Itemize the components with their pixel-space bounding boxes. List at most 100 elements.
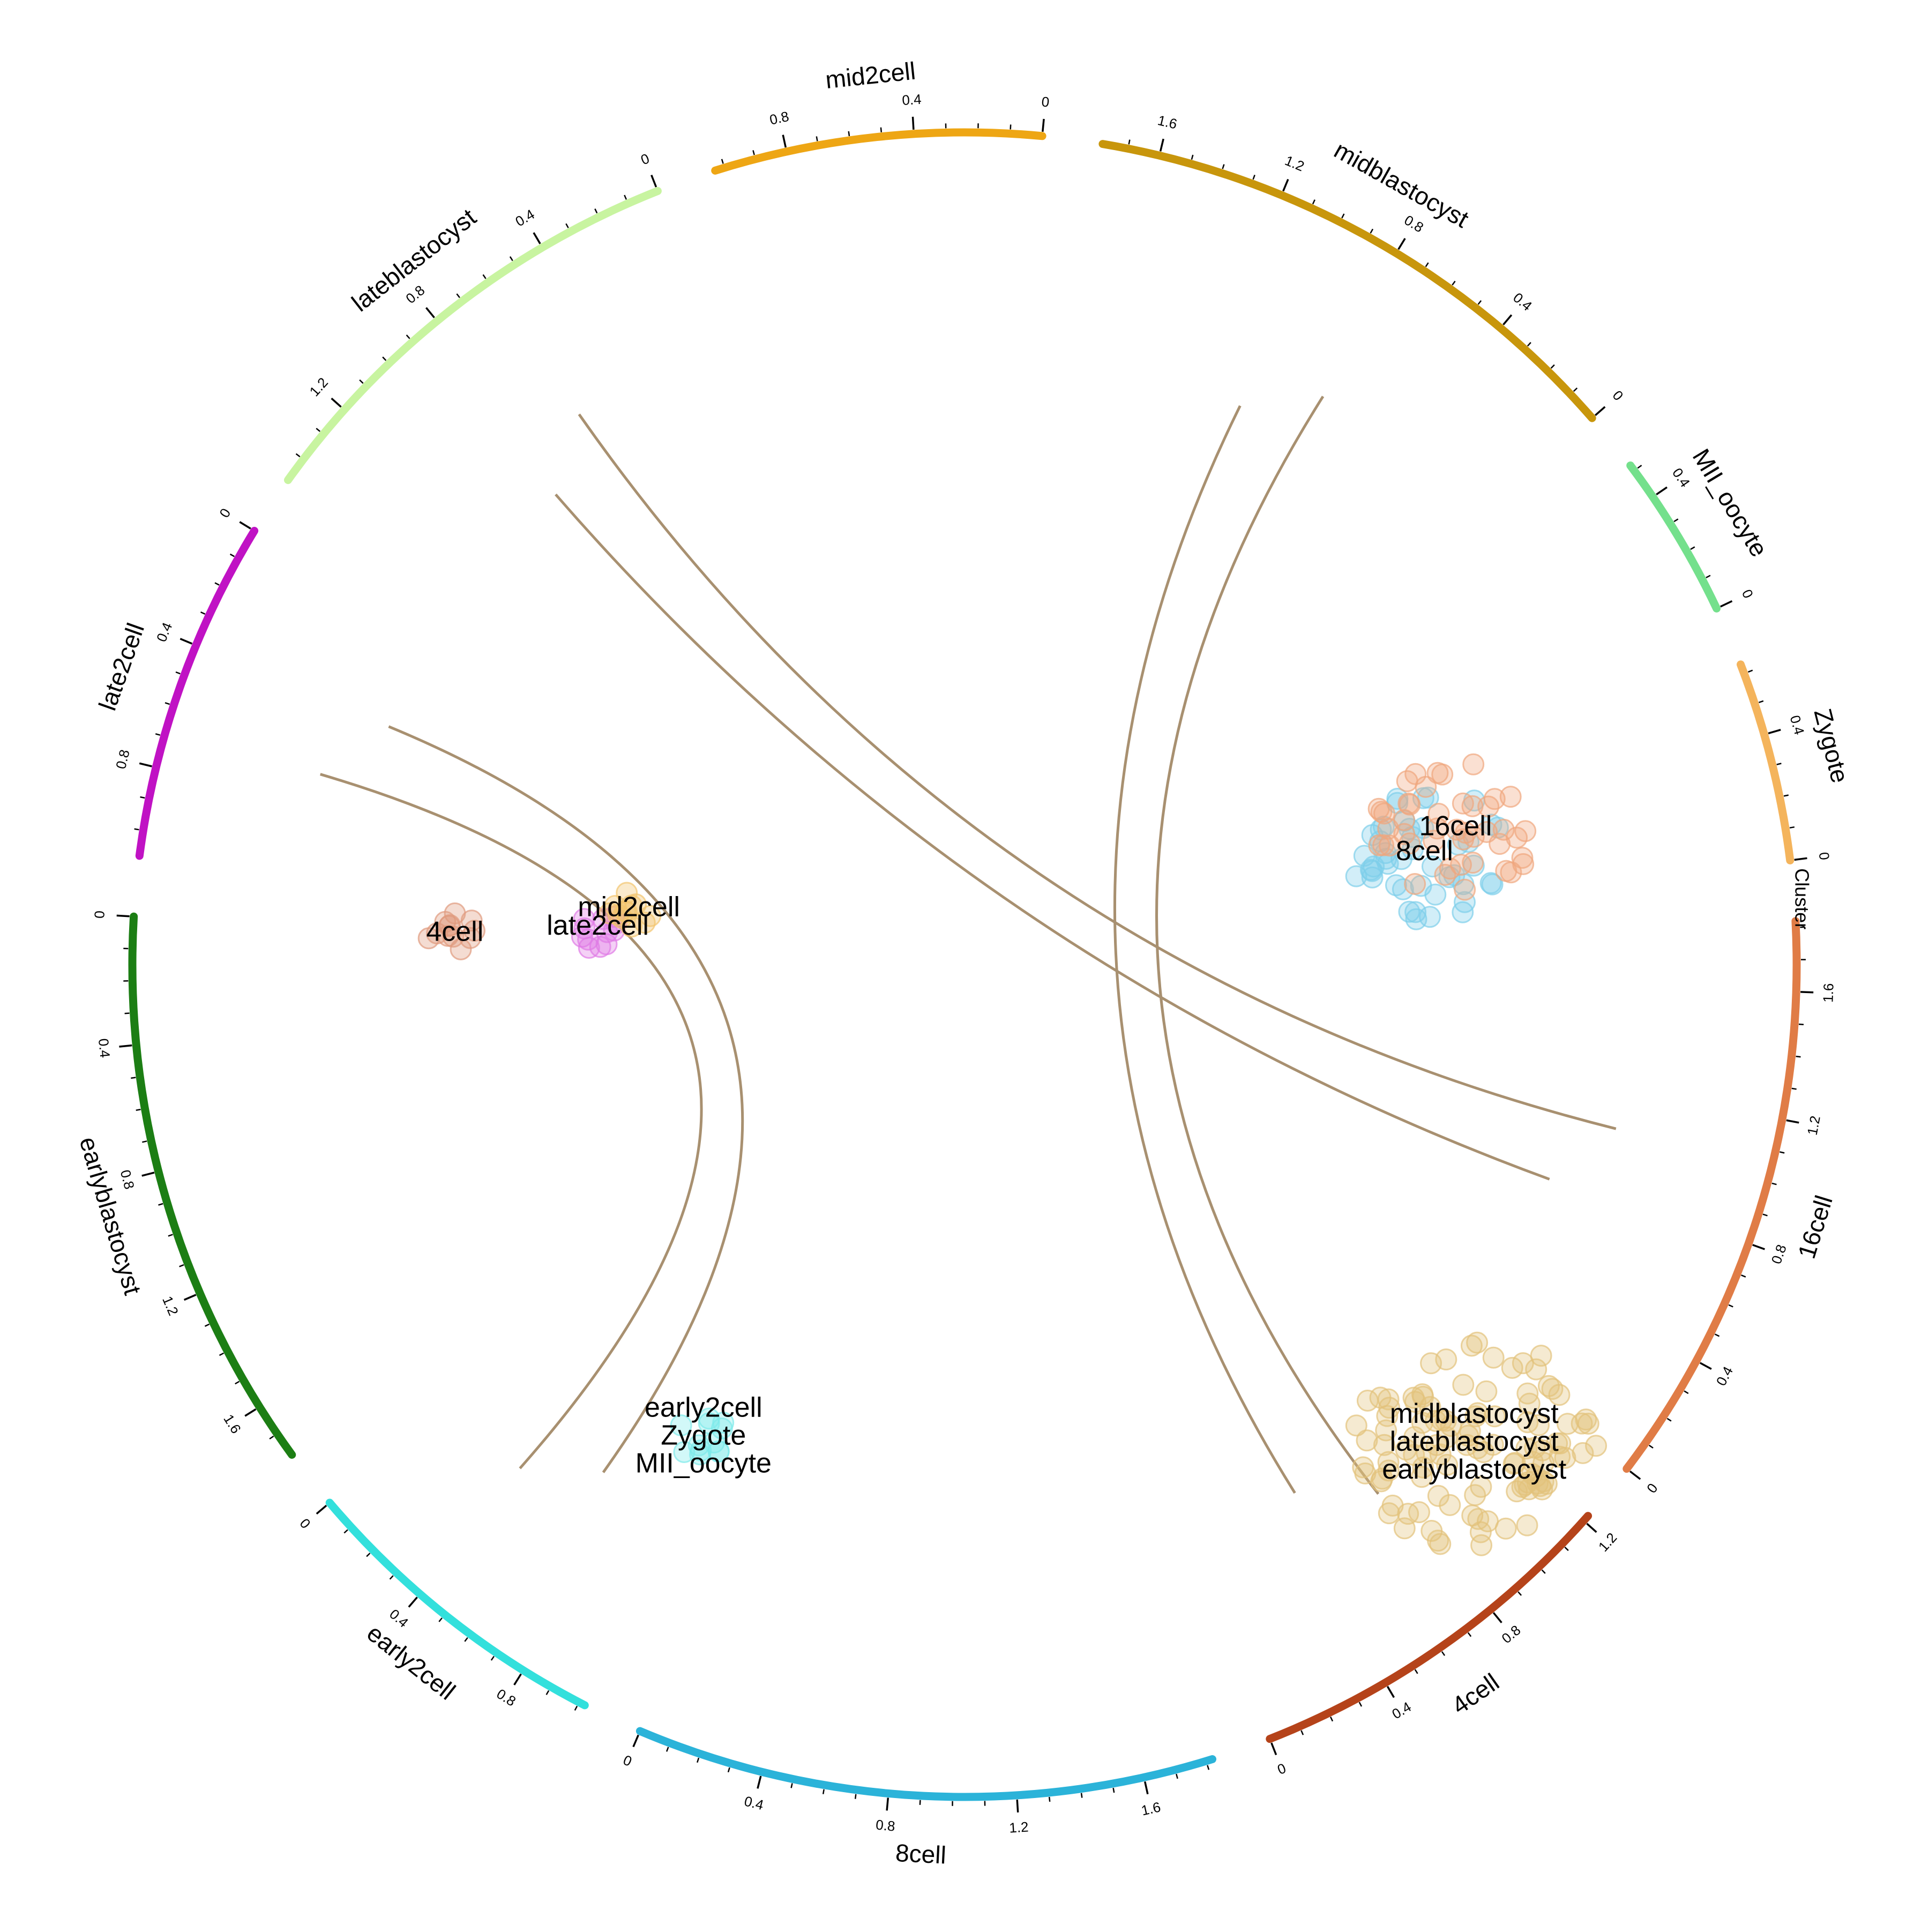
tick-label: 0.8 bbox=[113, 748, 133, 771]
tick-mark bbox=[1253, 175, 1255, 179]
tick-mark bbox=[758, 1776, 761, 1788]
tick-mark bbox=[409, 1597, 417, 1607]
tick-mark bbox=[439, 1618, 442, 1622]
tick-mark bbox=[360, 380, 363, 383]
tick-mark bbox=[140, 797, 145, 798]
tick-mark bbox=[245, 1409, 256, 1416]
data-point bbox=[1369, 799, 1389, 819]
tick-mark bbox=[1691, 547, 1695, 550]
tick-mark bbox=[1478, 301, 1482, 304]
tick-label: 1.2 bbox=[1804, 1114, 1823, 1136]
tick-mark bbox=[697, 1758, 699, 1763]
tick-mark bbox=[142, 1173, 154, 1176]
data-point bbox=[1440, 1495, 1460, 1515]
tick-label: 0.4 bbox=[1713, 1364, 1737, 1389]
segment-label-earlyblastocyst: earlyblastocyst bbox=[74, 1133, 147, 1298]
segment-arc-mid2cell bbox=[715, 132, 1042, 170]
segment-arc-mii-oocyte bbox=[1631, 466, 1717, 609]
cluster-label-earlyblastocyst: earlyblastocyst bbox=[1382, 1454, 1566, 1485]
data-point bbox=[1484, 789, 1505, 809]
tick-label: 0 bbox=[639, 150, 652, 168]
tick-mark bbox=[1784, 795, 1789, 796]
data-point bbox=[1382, 1495, 1403, 1516]
tick-mark bbox=[1763, 1214, 1768, 1216]
tick-mark bbox=[1528, 342, 1531, 346]
tick-label: 0.4 bbox=[902, 91, 922, 108]
tick-mark bbox=[1207, 1765, 1209, 1770]
tick-mark bbox=[317, 1505, 326, 1514]
tick-mark bbox=[566, 223, 568, 228]
tick-mark bbox=[913, 117, 914, 130]
tick-label: 0.8 bbox=[117, 1168, 138, 1191]
tick-mark bbox=[491, 1657, 494, 1660]
tick-mark bbox=[1748, 670, 1752, 672]
data-point bbox=[1586, 1436, 1606, 1456]
tick-label: 0.4 bbox=[153, 620, 176, 644]
tick-label: 0.4 bbox=[512, 206, 537, 229]
tick-mark bbox=[367, 1553, 370, 1556]
tick-mark bbox=[1780, 1152, 1784, 1153]
tick-mark bbox=[117, 915, 130, 916]
tick-mark bbox=[1145, 1781, 1148, 1794]
tick-mark bbox=[1371, 229, 1373, 233]
segment-arc-4cell bbox=[1270, 1516, 1588, 1739]
tick-mark bbox=[1684, 1391, 1688, 1394]
tick-mark bbox=[1043, 119, 1044, 132]
tick-mark bbox=[547, 1691, 549, 1695]
tick-mark bbox=[465, 1638, 467, 1642]
tick-mark bbox=[180, 1265, 184, 1266]
data-point bbox=[1463, 853, 1483, 873]
link-late2cell-early2cell bbox=[388, 727, 742, 1473]
segment-label-4cell: 4cell bbox=[1447, 1668, 1504, 1720]
segment-arc-zygote bbox=[1741, 665, 1790, 861]
data-point bbox=[1507, 827, 1527, 848]
cluster-label-midblastocyst: midblastocyst bbox=[1390, 1398, 1559, 1429]
segment-label-zygote: Zygote bbox=[1809, 706, 1855, 786]
tick-mark bbox=[165, 703, 170, 704]
tick-label: 0.8 bbox=[1402, 212, 1426, 235]
segment-arc-16cell bbox=[1627, 921, 1797, 1469]
segment-label-mii-oocyte: MII_oocyte bbox=[1687, 444, 1774, 562]
data-point bbox=[1453, 1375, 1474, 1395]
tick-mark bbox=[1741, 1275, 1746, 1277]
tick-mark bbox=[1768, 730, 1781, 734]
tick-mark bbox=[1176, 1774, 1177, 1779]
tick-label: 0.8 bbox=[768, 108, 790, 128]
tick-label: 0 bbox=[1041, 93, 1050, 110]
ring-layer: 00.40.81.21.616cell00.40.81.24cell00.40.… bbox=[74, 57, 1854, 1869]
tick-mark bbox=[230, 554, 235, 556]
tick-mark bbox=[155, 734, 160, 735]
tick-mark bbox=[240, 522, 251, 529]
tick-mark bbox=[1452, 281, 1455, 285]
tick-mark bbox=[1800, 992, 1813, 993]
tick-mark bbox=[1387, 1687, 1394, 1698]
tick-mark bbox=[728, 1767, 730, 1772]
segment-arc-lateblastocyst bbox=[288, 191, 658, 480]
tick-label: 0 bbox=[1643, 1480, 1661, 1496]
tick-mark bbox=[1638, 465, 1641, 468]
tick-label: 0 bbox=[1609, 387, 1626, 404]
tick-mark bbox=[1795, 858, 1807, 860]
tick-label: 1.6 bbox=[1156, 112, 1179, 132]
tick-label: 0 bbox=[1739, 587, 1756, 601]
tick-mark bbox=[119, 1046, 132, 1047]
tick-mark bbox=[1786, 1120, 1799, 1122]
segment-label-midblastocyst: midblastocyst bbox=[1329, 136, 1474, 233]
tick-label: 1.2 bbox=[1283, 152, 1307, 175]
tick-mark bbox=[753, 150, 754, 155]
data-point bbox=[1370, 1388, 1390, 1408]
tick-label: 0.8 bbox=[875, 1817, 896, 1834]
tick-mark bbox=[920, 1800, 921, 1805]
tick-label: 0 bbox=[216, 505, 234, 520]
data-point bbox=[1364, 856, 1384, 877]
tick-mark bbox=[1729, 1305, 1733, 1307]
tick-label: 0.4 bbox=[1389, 1698, 1414, 1722]
tick-mark bbox=[139, 763, 152, 766]
tick-mark bbox=[159, 1204, 163, 1205]
tick-mark bbox=[1129, 140, 1130, 145]
